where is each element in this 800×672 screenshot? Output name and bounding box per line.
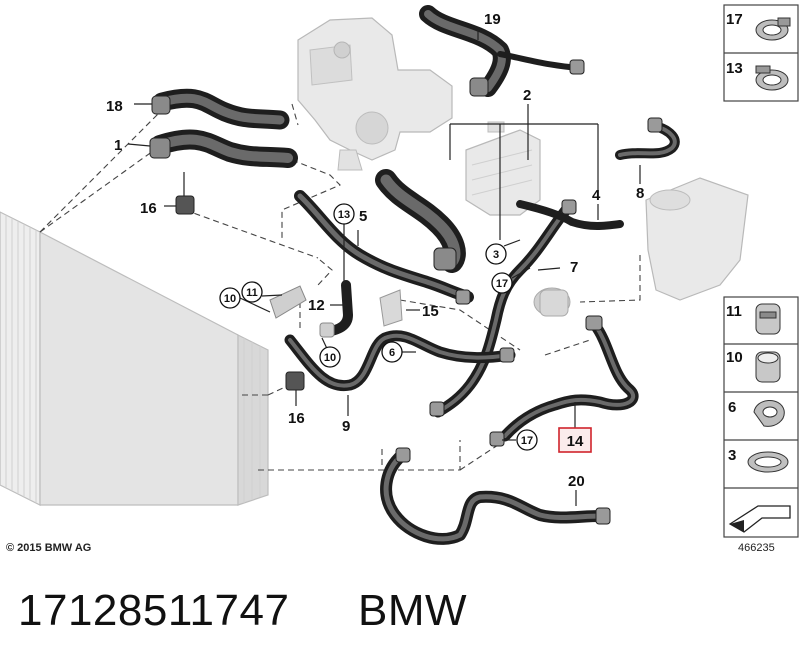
svg-text:17: 17	[496, 278, 508, 290]
callout-9: 9	[342, 418, 350, 435]
legend-item-10: 10	[726, 349, 743, 366]
svg-text:17: 17	[521, 435, 533, 447]
hose-clamp-17-icon	[755, 17, 791, 41]
callout-19: 19	[484, 11, 501, 28]
callout-16: 16	[140, 200, 157, 217]
callout-17: 17	[491, 272, 513, 294]
callout-7: 7	[570, 259, 578, 276]
copyright-notice: © 2015 BMW AG	[6, 542, 92, 554]
callout-18: 18	[106, 98, 123, 115]
parts-diagram: 19 18 1 2 16 5 4 8 7 12 15 9 16 20 13 3 …	[0, 4, 799, 545]
water-pump	[533, 287, 571, 317]
legend-item-17: 17	[726, 11, 743, 28]
legend-item-3: 3	[728, 447, 736, 464]
callout-3: 3	[485, 243, 507, 265]
legend-item-13: 13	[726, 60, 743, 77]
svg-text:6: 6	[389, 347, 395, 359]
part-number: 17128511747	[18, 586, 290, 635]
hose-clamp-3-icon	[747, 451, 789, 473]
callout-15: 15	[422, 303, 439, 320]
callout-13: 13	[333, 203, 355, 225]
svg-text:14: 14	[567, 433, 584, 450]
clip-6-icon	[753, 400, 785, 427]
oil-cooler	[465, 121, 541, 216]
callout-6: 6	[381, 341, 403, 363]
small-parts	[149, 59, 663, 525]
callout-12: 12	[308, 297, 325, 314]
expansion-tank	[645, 177, 749, 301]
connector-10-icon	[755, 351, 781, 383]
figure-number: 466235	[738, 542, 775, 554]
callout-5: 5	[359, 208, 367, 225]
legend-item-6: 6	[728, 399, 736, 416]
callout-17: 17	[516, 429, 538, 451]
callout-20: 20	[568, 473, 585, 490]
svg-text:3: 3	[493, 249, 499, 261]
callout-1: 1	[114, 137, 122, 154]
svg-text:13: 13	[338, 209, 350, 221]
legend-bottom: 11 10 6 3	[723, 296, 799, 538]
connector-11-icon	[755, 303, 781, 335]
callout-2: 2	[523, 87, 531, 104]
arrow-next-icon	[728, 505, 791, 533]
callout-4: 4	[592, 187, 601, 204]
hose-clamp-13-icon	[755, 65, 789, 91]
radiator	[0, 211, 269, 506]
legend-item-11: 11	[726, 303, 742, 320]
engine-block	[297, 17, 453, 171]
brand-name: BMW	[358, 586, 468, 635]
callout-10: 10	[319, 346, 341, 368]
assembly-lines	[39, 103, 641, 471]
legend-top: 17 13	[723, 4, 799, 102]
callout-16: 16	[288, 410, 305, 427]
leader-lines	[127, 30, 641, 506]
svg-text:10: 10	[224, 293, 236, 305]
svg-text:10: 10	[324, 352, 336, 364]
callouts: 19 18 1 2 16 5 4 8 7 12 15 9 16 20	[106, 11, 644, 490]
circled-callouts: 13 3 17 11 10 10 6 17	[219, 203, 592, 453]
svg-text:11: 11	[246, 287, 258, 299]
callout-14-highlight: 14	[558, 427, 592, 453]
callout-11: 11	[241, 281, 263, 303]
callout-8: 8	[636, 185, 644, 202]
callout-10: 10	[219, 287, 241, 309]
